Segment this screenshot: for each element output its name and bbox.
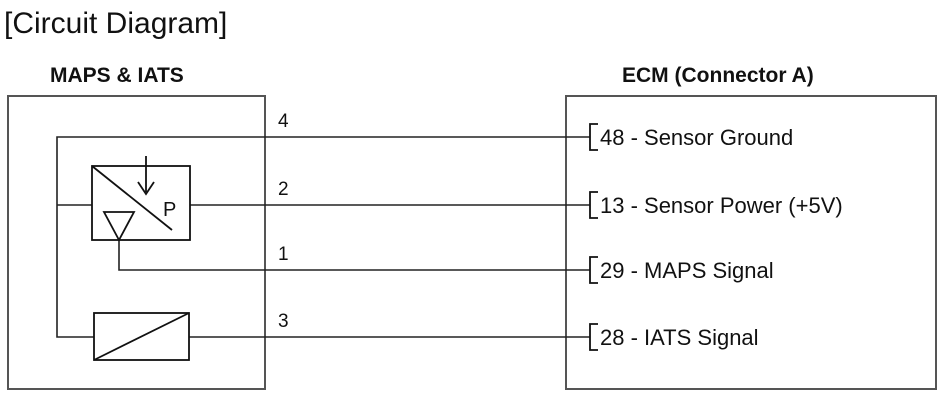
thermistor-diagonal — [93, 312, 190, 361]
terminal-label-sensor-ground: 48 - Sensor Ground — [600, 125, 793, 150]
ecm-box — [565, 95, 937, 390]
diagram-title: [Circuit Diagram] — [4, 7, 227, 40]
pin-number-4: 4 — [278, 111, 289, 132]
terminal-label-sensor-power: 13 - Sensor Power (+5V) — [600, 193, 843, 218]
sensor-diagonal — [91, 165, 173, 231]
terminal-bracket-28 — [589, 323, 598, 351]
sensor-box — [7, 95, 266, 390]
pin-number-1: 1 — [278, 244, 289, 265]
iats-thermistor-symbol — [93, 312, 190, 361]
maps-signal-internal-wire — [118, 240, 265, 271]
pin-number-3: 3 — [278, 311, 289, 332]
pressure-arrow-head — [137, 181, 155, 196]
pressure-sensor-body — [91, 165, 191, 241]
terminal-label-iats-signal: 28 - IATS Signal — [600, 325, 759, 350]
ground-bus-wire — [56, 136, 265, 338]
pressure-symbol-label: P — [163, 199, 176, 221]
pin-number-2: 2 — [278, 179, 289, 200]
pressure-sensor-symbol: P — [91, 156, 191, 242]
amplifier-triangle — [102, 211, 136, 242]
ecm-terminal-brackets — [589, 123, 598, 351]
sensor-internal-wiring — [56, 136, 265, 338]
thermistor-body — [93, 312, 190, 361]
terminal-bracket-48 — [589, 123, 598, 151]
terminal-label-maps-signal: 29 - MAPS Signal — [600, 258, 774, 283]
sensor-heading: MAPS & IATS — [50, 64, 184, 87]
terminal-bracket-13 — [589, 191, 598, 219]
ecm-heading: ECM (Connector A) — [622, 64, 814, 87]
terminal-bracket-29 — [589, 256, 598, 284]
